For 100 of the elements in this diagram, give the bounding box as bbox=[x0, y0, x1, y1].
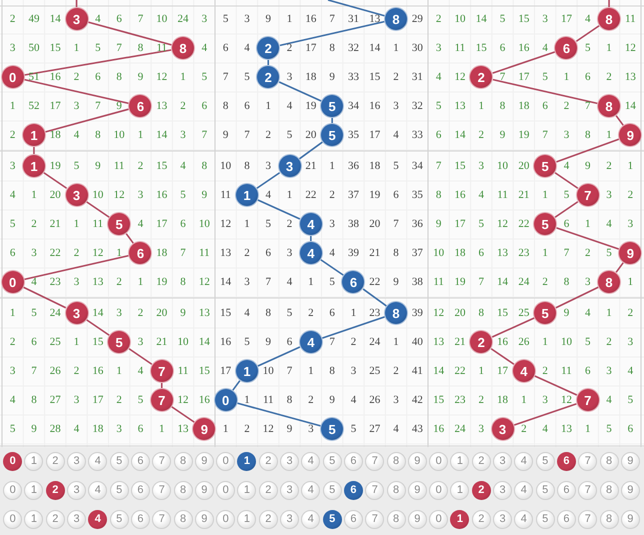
grid-number: 17 bbox=[304, 41, 318, 55]
grid-number: 14 bbox=[624, 99, 637, 113]
grid-number: 6 bbox=[328, 306, 336, 320]
grid-number: 8 bbox=[94, 128, 102, 142]
grid-number: 4 bbox=[94, 12, 102, 26]
grid-number: 19 bbox=[155, 275, 168, 289]
grid-number: 2 bbox=[72, 364, 80, 378]
grid-number: 16 bbox=[304, 12, 318, 26]
grid-number: 1 bbox=[8, 99, 16, 113]
grid-number: 23 bbox=[368, 306, 382, 320]
grid-number: 13 bbox=[155, 99, 168, 113]
grid-number: 1 bbox=[584, 422, 592, 436]
grid-number: 2 bbox=[478, 128, 485, 142]
grid-number: 8 bbox=[179, 275, 187, 289]
grid-number: 7 bbox=[434, 159, 442, 173]
grid-number: 11 bbox=[454, 41, 466, 55]
grid-number: 35 bbox=[346, 128, 360, 142]
grid-number: 36 bbox=[410, 217, 424, 231]
grid-number: 2 bbox=[520, 422, 528, 436]
grid-number: 3 bbox=[434, 41, 442, 55]
grid-number: 4 bbox=[605, 217, 613, 231]
grid-number: 7 bbox=[584, 99, 592, 113]
grid-number: 33 bbox=[346, 70, 360, 84]
grid-number: 3 bbox=[605, 188, 613, 202]
number-ball: 0 bbox=[0, 270, 25, 294]
grid-number: 1 bbox=[392, 335, 400, 349]
number-ball: 8 bbox=[597, 270, 622, 294]
grid-number: 6 bbox=[434, 128, 442, 142]
grid-number: 31 bbox=[410, 70, 424, 84]
grid-number: 9 bbox=[264, 12, 272, 26]
grid-number: 6 bbox=[94, 70, 102, 84]
grid-number: 2 bbox=[626, 188, 634, 202]
grid-number: 15 bbox=[91, 335, 104, 349]
grid-number: 12 bbox=[496, 217, 510, 231]
number-ball: 4 bbox=[512, 359, 536, 383]
grid-number: 1 bbox=[478, 99, 485, 113]
grid-number: 4 bbox=[243, 306, 251, 320]
grid-number: 24 bbox=[453, 422, 466, 436]
grid-number: 3 bbox=[72, 393, 80, 407]
grid-number: 6 bbox=[179, 217, 187, 231]
number-ball: 0 bbox=[0, 65, 25, 89]
grid-number: 1 bbox=[72, 41, 80, 55]
grid-number: 4 bbox=[8, 393, 16, 407]
grid-number: 13 bbox=[219, 246, 232, 260]
grid-number: 20 bbox=[304, 128, 318, 142]
grid-number: 2 bbox=[286, 217, 294, 231]
grid-number: 37 bbox=[346, 188, 360, 202]
grid-number: 15 bbox=[496, 306, 510, 320]
grid-number: 3 bbox=[243, 12, 251, 26]
grid-number: 2 bbox=[478, 393, 485, 407]
number-ball: 9 bbox=[192, 417, 216, 441]
grid-number: 3 bbox=[328, 217, 336, 231]
grid-number: 14 bbox=[91, 306, 104, 320]
grid-number: 3 bbox=[179, 128, 187, 142]
grid-number: 37 bbox=[410, 246, 424, 260]
grid-number: 9 bbox=[136, 70, 144, 84]
trend-line bbox=[33, 147, 35, 154]
grid-number: 1 bbox=[605, 128, 613, 142]
grid-number: 51 bbox=[27, 70, 40, 84]
grid-number: 12 bbox=[176, 393, 190, 407]
grid-number: 9 bbox=[94, 159, 102, 173]
grid-number: 2 bbox=[243, 422, 251, 436]
grid-number: 17 bbox=[453, 217, 466, 231]
grid-number: 17 bbox=[91, 393, 104, 407]
grid-number: 21 bbox=[453, 335, 466, 349]
trend-line bbox=[556, 138, 620, 163]
grid-number: 12 bbox=[198, 275, 211, 289]
grid-number: 5 bbox=[541, 70, 549, 84]
trend-line bbox=[160, 383, 163, 388]
trend-line bbox=[24, 78, 129, 104]
grid-number: 13 bbox=[453, 99, 466, 113]
grid-number: 5 bbox=[350, 422, 358, 436]
grid-number: 4 bbox=[72, 422, 80, 436]
grid-number: 27 bbox=[368, 422, 382, 436]
grid-number: 4 bbox=[72, 128, 80, 142]
grid-number: 6 bbox=[286, 335, 294, 349]
grid-number: 24 bbox=[517, 275, 530, 289]
grid-number: 5 bbox=[222, 12, 230, 26]
grid-number: 17 bbox=[368, 128, 382, 142]
grid-number: 15 bbox=[453, 159, 466, 173]
number-ball: 4 bbox=[298, 212, 323, 236]
number-ball: 9 bbox=[618, 241, 642, 265]
grid-number: 19 bbox=[517, 128, 530, 142]
number-ball: 7 bbox=[150, 359, 174, 383]
grid-number: 26 bbox=[517, 335, 530, 349]
grid-number: 2 bbox=[8, 12, 16, 26]
grid-number: 34 bbox=[410, 159, 424, 173]
grid-number: 1 bbox=[541, 246, 549, 260]
grid-number: 6 bbox=[222, 41, 230, 55]
trend-line bbox=[171, 406, 195, 423]
grid-number: 35 bbox=[410, 188, 424, 202]
grid-number: 5 bbox=[243, 335, 251, 349]
grid-number: 3 bbox=[626, 335, 634, 349]
grid-number: 5 bbox=[8, 422, 16, 436]
grid-number: 4 bbox=[541, 422, 549, 436]
grid-number: 8 bbox=[243, 159, 251, 173]
grid-number: 2 bbox=[72, 246, 80, 260]
grid-number: 17 bbox=[155, 217, 168, 231]
grid-number: 7 bbox=[94, 99, 102, 113]
grid-number: 5 bbox=[478, 217, 485, 231]
